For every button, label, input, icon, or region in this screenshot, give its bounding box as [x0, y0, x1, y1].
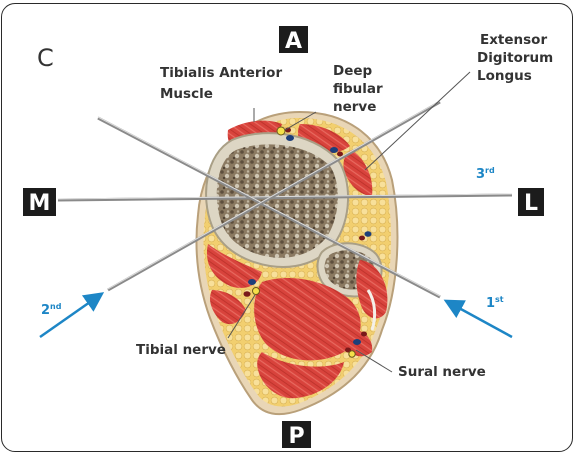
label-edl-line1: Extensor: [480, 32, 547, 48]
lateral-label: L: [524, 191, 538, 216]
label-deep-fibular-line1: Deep: [333, 63, 373, 79]
label-second-approach: 2nd: [41, 302, 62, 318]
medial-label: M: [29, 191, 51, 216]
label-edl-line2: Digitorum: [477, 50, 553, 66]
label-deep-fibular-line3: nerve: [333, 99, 376, 115]
label-tibialis-anterior-line2: Muscle: [160, 86, 213, 102]
panel-letter: C: [37, 44, 54, 72]
label-tibialis-anterior-line1: Tibialis Anterior: [160, 65, 282, 81]
label-sural-nerve: Sural nerve: [398, 364, 486, 380]
label-tibial-nerve: Tibial nerve: [136, 342, 226, 358]
anterior-label: A: [285, 29, 302, 54]
label-first-approach: 1st: [486, 295, 504, 311]
label-edl-line3: Longus: [477, 68, 532, 84]
tibia-marrow: [217, 144, 338, 257]
posterior-label: P: [288, 424, 304, 449]
label-deep-fibular-line2: fibular: [333, 81, 383, 97]
label-third-approach: 3rd: [476, 166, 495, 182]
arrow-first-approach: [448, 302, 512, 337]
